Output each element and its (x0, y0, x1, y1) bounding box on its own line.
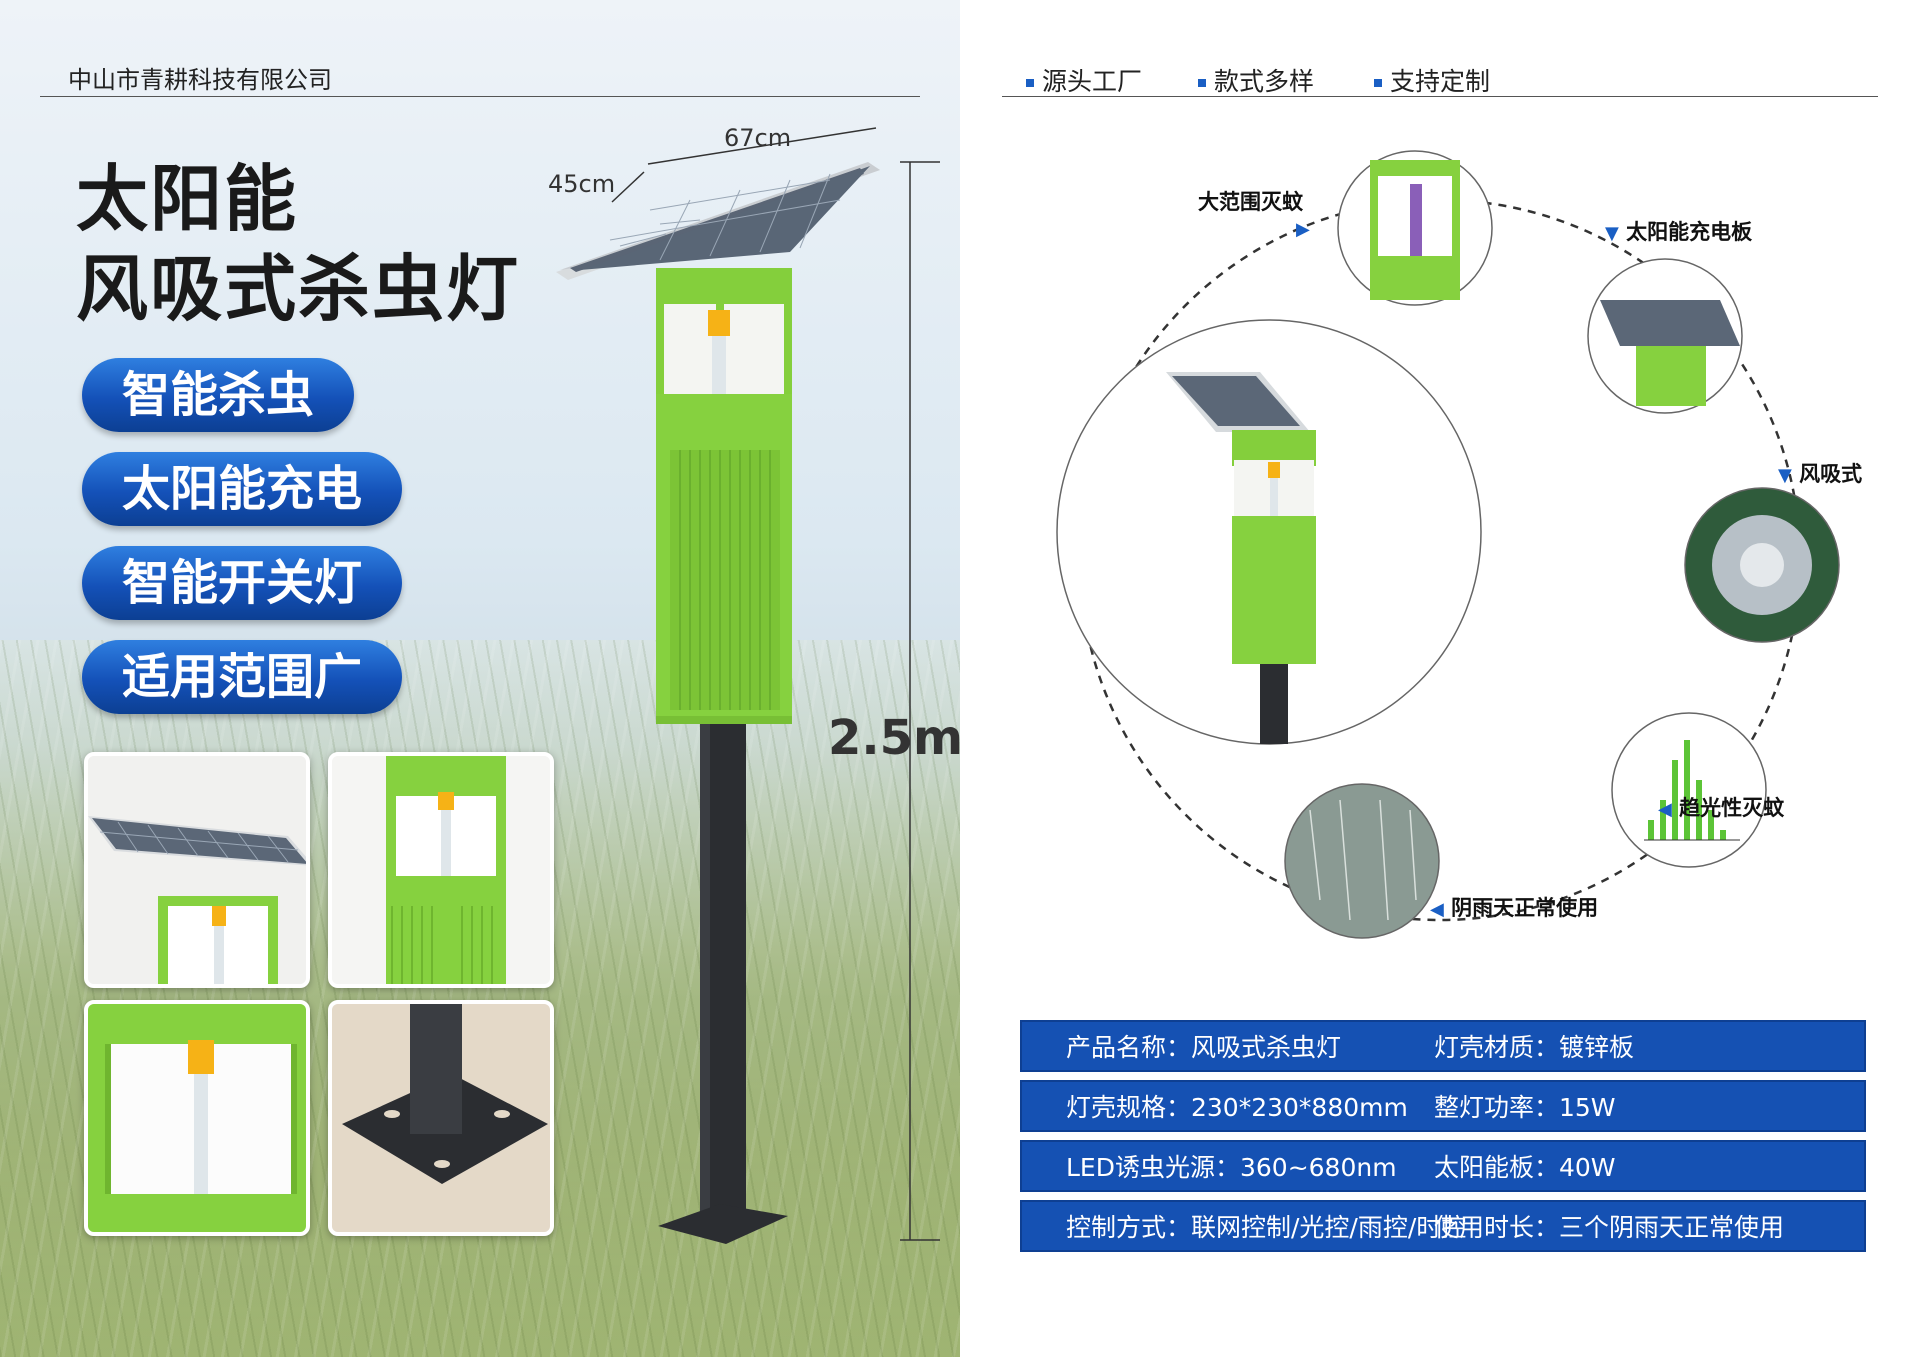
feature-pill-wide-use: 适用范围广 (82, 640, 403, 714)
spec-usage-duration: 使用时长：三个阴雨天正常使用 (1434, 1213, 1785, 1242)
feature-pill-solar-charging: 太阳能充电 (82, 452, 403, 526)
spec-product-name: 产品名称：风吸式杀虫灯 (1066, 1033, 1342, 1062)
spec-shell-material: 灯壳材质：镀锌板 (1434, 1033, 1635, 1062)
feature-pill-smart-kill: 智能杀虫 (82, 358, 355, 432)
thumb-solar-panel-detail (84, 752, 310, 988)
spec-solar-panel: 太阳能板：40W (1434, 1153, 1616, 1182)
bullet-square-icon (1026, 79, 1034, 87)
spec-control-mode: 控制方式：联网控制/光控/雨控/时控 (1066, 1213, 1467, 1242)
dimension-height-label: 2.5m (828, 710, 960, 766)
tag-factory: 源头工厂 (1026, 62, 1142, 98)
arrow-left-icon: ◀ (1658, 799, 1672, 820)
callout-phototaxis: ◀ 趋光性灭蚊 (1658, 796, 1785, 820)
tag-customization: 支持定制 (1374, 62, 1490, 98)
feature-pill-smart-switch: 智能开关灯 (82, 546, 403, 620)
left-page: 中山市青耕科技有限公司 太阳能 风吸式杀虫灯 智能杀虫 太阳能充电 智能开关灯 … (0, 0, 960, 1357)
spec-led-source: LED诱虫光源：360~680nm (1066, 1153, 1397, 1182)
header-divider-right (1002, 96, 1878, 97)
arrow-left-icon: ◀ (1430, 899, 1444, 920)
callout-solar-panel: ▼ 太阳能充电板 (1605, 220, 1753, 244)
spec-power: 整灯功率：15W (1434, 1093, 1616, 1122)
arrow-right-icon: ▶ (1296, 219, 1310, 240)
spec-row: 灯壳规格：230*230*880mm 整灯功率：15W (1020, 1080, 1866, 1132)
spec-row: 产品名称：风吸式杀虫灯 灯壳材质：镀锌板 (1020, 1020, 1866, 1072)
spec-row: 控制方式：联网控制/光控/雨控/时控 使用时长：三个阴雨天正常使用 (1020, 1200, 1866, 1252)
company-name: 中山市青耕科技有限公司 (68, 66, 332, 94)
arrow-down-icon: ▼ (1778, 465, 1792, 486)
thumb-base-plate-detail (328, 1000, 554, 1236)
tag-variety: 款式多样 (1198, 62, 1314, 98)
thumb-uv-tube-detail (84, 1000, 310, 1236)
arrow-down-icon: ▼ (1605, 223, 1619, 244)
dimension-width-label: 67cm (724, 124, 792, 152)
dimension-depth-label: 45cm (548, 170, 616, 198)
right-page: 源头工厂 款式多样 支持定制 (960, 0, 1920, 1357)
bullet-square-icon (1198, 79, 1206, 87)
thumb-lamp-head-detail (328, 752, 554, 988)
spec-shell-size: 灯壳规格：230*230*880mm (1066, 1093, 1408, 1122)
bullet-square-icon (1374, 79, 1382, 87)
spec-row: LED诱虫光源：360~680nm 太阳能板：40W (1020, 1140, 1866, 1192)
callout-wide-range: 大范围灭蚊▶ (1198, 190, 1310, 240)
product-title-line2: 风吸式杀虫灯 (76, 247, 521, 331)
spec-table: 产品名称：风吸式杀虫灯 灯壳材质：镀锌板 灯壳规格：230*230*880mm … (1020, 1020, 1866, 1260)
callout-rainy: ◀ 阴雨天正常使用 (1430, 896, 1599, 920)
header-divider (40, 96, 920, 97)
product-title-line1: 太阳能 (76, 157, 299, 241)
feature-circle-diagram (1056, 150, 1840, 939)
callout-wind-suction: ▼ 风吸式 (1778, 462, 1863, 486)
insect-killer-lamp-illustration (556, 127, 940, 1244)
